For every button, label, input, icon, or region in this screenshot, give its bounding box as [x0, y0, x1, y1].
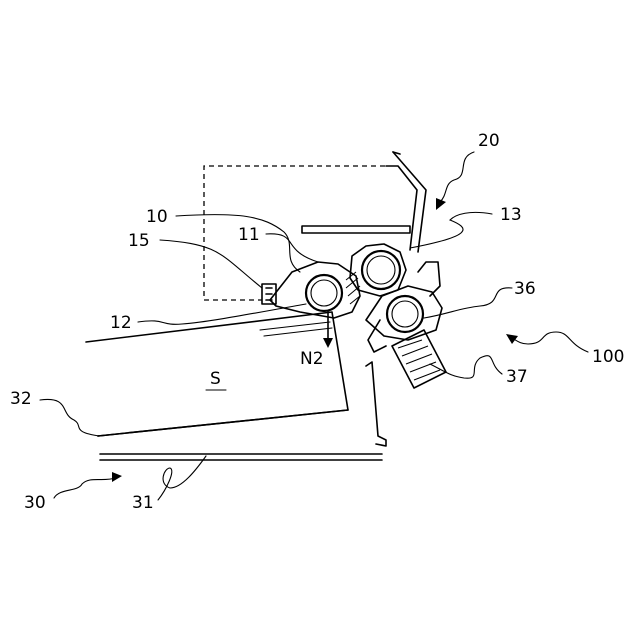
leader-36	[424, 288, 512, 318]
plate-13	[302, 226, 410, 233]
label-36: 36	[514, 279, 536, 299]
label-32: 32	[10, 389, 32, 409]
leader-30	[54, 478, 116, 498]
label-13: 13	[500, 205, 522, 225]
n2-arrowhead	[323, 338, 333, 348]
leader-20-arrowhead	[436, 198, 446, 210]
label-30: 30	[24, 493, 46, 513]
label-31: 31	[132, 493, 154, 513]
label-10: 10	[146, 207, 168, 227]
leader-15	[160, 240, 262, 288]
upper-guide	[386, 166, 417, 250]
label-20: 20	[478, 131, 500, 151]
leader-100	[512, 332, 588, 352]
label-100: 100	[592, 347, 624, 367]
tray-32	[98, 410, 348, 436]
label-s: S	[210, 369, 221, 389]
label-12: 12	[110, 313, 132, 333]
leader-30-arrowhead	[112, 472, 122, 482]
leader-31	[158, 456, 206, 500]
sheet-lines	[260, 322, 332, 336]
label-15: 15	[128, 231, 150, 251]
tray-31	[100, 454, 382, 460]
leader-100-arrowhead	[506, 334, 518, 344]
leader-32	[40, 399, 100, 436]
label-11: 11	[238, 225, 260, 245]
label-n2: N2	[300, 349, 324, 369]
leader-20	[440, 152, 474, 202]
leader-11	[266, 234, 318, 262]
lower-guide	[366, 362, 386, 446]
label-37: 37	[506, 367, 528, 387]
spring-37-hatch	[398, 340, 440, 380]
feed-roller-11	[362, 251, 400, 289]
